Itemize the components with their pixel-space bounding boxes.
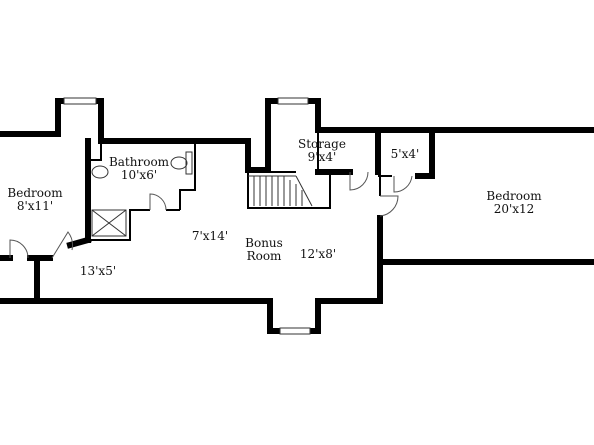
bonus-name-2: Room [247, 249, 282, 263]
door-closet [393, 175, 413, 193]
wall-left-top [0, 98, 104, 144]
sink [91, 165, 109, 179]
door-bathroom [149, 193, 167, 211]
door-bedroom-hall [51, 231, 73, 259]
door-left-bedroom [9, 239, 29, 259]
door-storage [349, 171, 369, 191]
window-storage [277, 97, 309, 105]
wall-bath-bottom [88, 209, 150, 241]
bathroom-name: Bathroom [109, 155, 170, 169]
exterior-walls [0, 98, 594, 334]
bedroom-right-name: Bedroom [486, 189, 542, 203]
closet-dims: 5'x4' [391, 147, 420, 161]
stairs-outline [247, 172, 331, 209]
doors [9, 171, 413, 259]
hall-lower-dims: 13'x5' [80, 264, 116, 278]
bedroom-left-name: Bedroom [7, 186, 63, 200]
window-left-bedroom [63, 97, 97, 105]
bathroom-fixtures [91, 151, 193, 237]
windows [63, 97, 311, 335]
bedroom-left-dims: 8'x11' [17, 199, 53, 213]
window-bonus-bottom [279, 327, 311, 335]
wall-bath-inner [88, 141, 102, 161]
wall-closet-right [415, 127, 435, 179]
bonus-name: Bonus [245, 236, 283, 250]
toilet-tank [185, 151, 193, 175]
door-bedroom-right [379, 195, 399, 217]
interior-walls [0, 127, 435, 265]
hall-upper-dims: 7'x14' [192, 229, 228, 243]
stairs [247, 171, 331, 209]
storage-name: Storage [298, 137, 346, 151]
bedroom-right-dims: 20'x12 [494, 202, 535, 216]
shower [91, 209, 127, 237]
bonus-dims: 12'x8' [300, 247, 336, 261]
wall-bath-right [179, 143, 196, 210]
bathroom-dims: 10'x6' [121, 168, 157, 182]
wall-bath-top [98, 98, 594, 173]
wall-bottom [34, 255, 594, 334]
toilet-bowl [170, 156, 188, 170]
storage-dims: 9'x4' [308, 150, 337, 164]
room-labels: Bedroom 8'x11' Bathroom 10'x6' Storage 9… [7, 137, 542, 278]
